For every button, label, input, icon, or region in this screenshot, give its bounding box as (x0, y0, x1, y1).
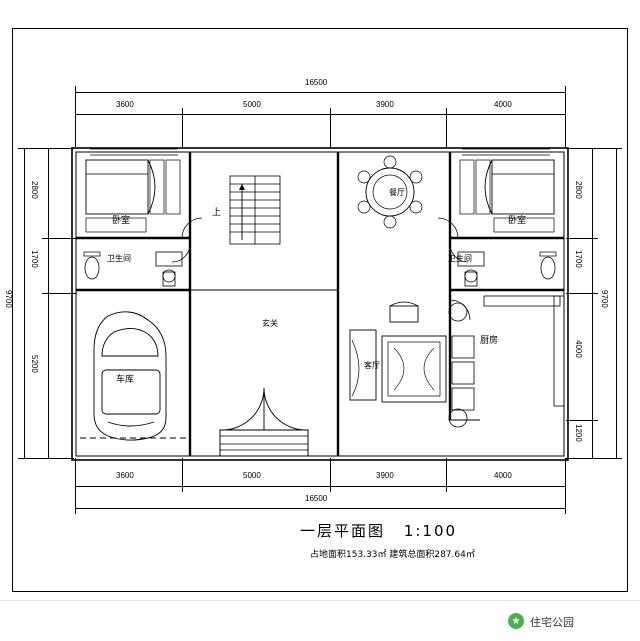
floor-plan-drawing (71, 147, 569, 461)
dim-tick (565, 502, 566, 514)
dim-ext-line (566, 420, 594, 421)
dim-bottom-seg-label: 5000 (243, 471, 261, 480)
dim-right-total-line (616, 148, 617, 458)
dim-top-total-label: 16500 (305, 78, 328, 87)
room-label-dining-room: 餐厅 (389, 188, 405, 197)
dim-ext-line (330, 458, 331, 486)
room-label-garage: 车库 (116, 375, 135, 385)
dim-ext-line (565, 92, 566, 147)
watermark-label: 住宅公园 (530, 616, 574, 629)
page-subtitle: 占地面积153.33㎡ 建筑总面积287.64㎡ (310, 550, 475, 560)
room-label-bathroom-right: 卫生间 (448, 254, 472, 263)
dim-ext-line (566, 148, 618, 149)
dim-ext-line (566, 238, 594, 239)
dim-ext-line (446, 108, 447, 148)
dim-tick (182, 480, 183, 492)
dim-top-total-line (75, 92, 565, 93)
dim-bottom-seg-line (75, 486, 565, 487)
dim-left-total-label: 9700 (4, 290, 13, 308)
dim-right-seg-label: 1700 (574, 250, 583, 268)
watermark-badge-icon: ★ (508, 613, 524, 629)
dim-right-seg-label: 2800 (574, 181, 583, 199)
dim-left-seg-label: 2800 (30, 181, 39, 199)
dim-right-total-label: 9700 (600, 290, 609, 308)
dim-tick (446, 480, 447, 492)
footer-bar: ★ 住宅公园 (0, 600, 640, 641)
dim-bottom-seg-label: 3900 (376, 471, 394, 480)
dim-top-seg-label: 4000 (494, 100, 512, 109)
dim-top-seg-line (75, 114, 565, 115)
dim-right-seg-line (592, 148, 593, 458)
dim-left-seg-label: 5200 (30, 355, 39, 373)
dim-ext-line (42, 293, 77, 294)
room-label-bathroom-left: 卫生间 (107, 254, 131, 263)
dim-bottom-total-label: 16500 (305, 494, 328, 503)
page-scale: 1:100 (403, 522, 458, 540)
dim-left-total-line (24, 148, 25, 458)
dim-bottom-seg-label: 4000 (494, 471, 512, 480)
dim-top-seg-label: 5000 (243, 100, 261, 109)
dim-top-seg-label: 3900 (376, 100, 394, 109)
room-label-living-room: 客厅 (364, 361, 380, 370)
dim-top-seg-label: 3600 (116, 100, 134, 109)
page-title-text: 一层平面图 (300, 522, 386, 540)
dim-ext-line (24, 458, 74, 459)
stair-direction-label: 上 (212, 208, 222, 218)
room-label-bedroom-left: 卧室 (112, 216, 131, 226)
dim-tick (330, 480, 331, 492)
dim-bottom-total-line (75, 508, 565, 509)
dim-ext-line (182, 458, 183, 486)
room-label-bedroom-right: 卧室 (508, 216, 527, 226)
dim-ext-line (566, 458, 618, 459)
dim-bottom-seg-label: 3600 (116, 471, 134, 480)
page-frame (12, 28, 628, 592)
dim-ext-line (182, 108, 183, 148)
dim-tick (75, 502, 76, 514)
dim-ext-line (330, 108, 331, 148)
dim-ext-line (42, 238, 77, 239)
room-label-kitchen: 厨房 (480, 336, 499, 346)
dim-ext-line (24, 148, 74, 149)
dim-left-seg-line (48, 148, 49, 458)
dim-ext-line (446, 458, 447, 486)
dim-left-seg-label: 1700 (30, 250, 39, 268)
dim-right-seg-label: 4000 (574, 340, 583, 358)
dim-ext-line (75, 92, 76, 147)
page-title: 一层平面图 1:100 (300, 520, 457, 541)
dim-ext-line (75, 458, 76, 508)
dim-ext-line (565, 458, 566, 508)
room-label-entry-hall: 玄关 (262, 319, 278, 328)
dim-ext-line (566, 293, 594, 294)
dim-right-seg-label: 1200 (574, 424, 583, 442)
